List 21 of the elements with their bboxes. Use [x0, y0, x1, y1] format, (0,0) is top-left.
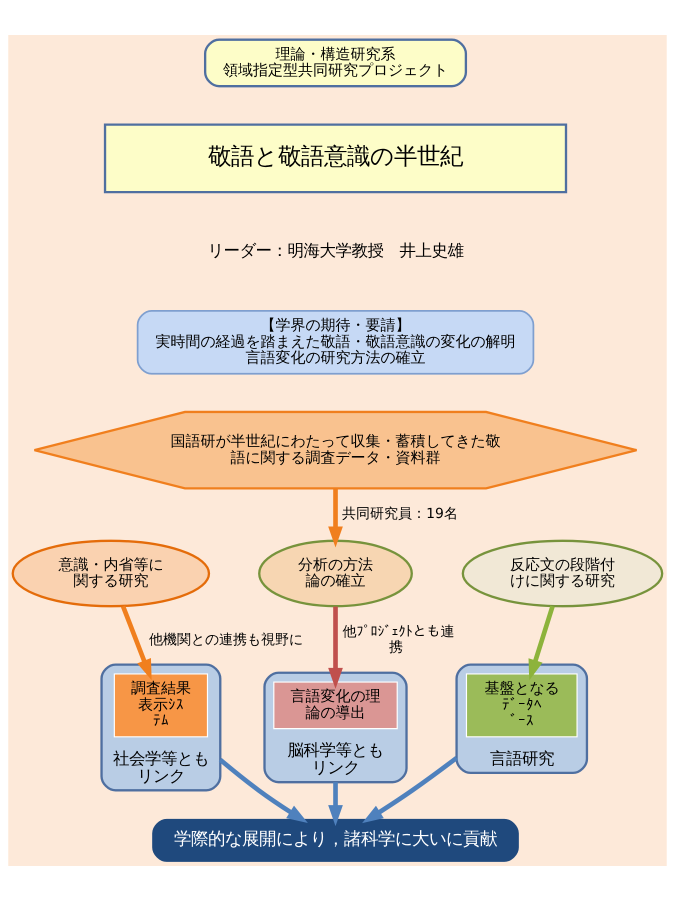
arrow — [328, 488, 343, 548]
edge-label: 他ﾌﾟﾛｼﾞｪｸﾄとも連携 — [342, 624, 454, 655]
node-box: 言語変化の理論の導出 — [273, 681, 398, 729]
edge-label: 共同研究員：19名 — [342, 505, 458, 522]
arrow — [362, 756, 458, 823]
node-box: 【学界の期待・要請】 実時間の経過を踏まえた敬語・敬語意識の変化の解明 言語変化の研究方法の確立 — [136, 310, 534, 374]
node-ellipse: 反応文の段階付けに関する研究 — [462, 539, 664, 607]
edge-label: 他機関との連携も視野に — [148, 631, 303, 648]
arrow — [528, 605, 555, 680]
arrow — [328, 782, 343, 826]
arrow — [120, 605, 152, 680]
arrow — [328, 606, 343, 688]
arrow — [218, 757, 308, 823]
label: リーダー：明海大学教授 井上史雄 — [208, 240, 464, 260]
node-box: 学際的な展開により，諸科学に大いに貢献 — [152, 818, 519, 862]
node-box: 基盤となるﾃﾞｰﾀﾍﾞｰｽ — [466, 672, 578, 737]
node-box: 調査結果表示ｼｽﾃﾑ — [114, 672, 208, 737]
node-ellipse: 意識・内省等に関する研究 — [12, 539, 210, 607]
node-ellipse: 分析の方法論の確立 — [258, 539, 413, 607]
node-box: 敬語と敬語意識の半世紀 — [104, 122, 568, 193]
node-box: 理論・構造研究系 領域指定型共同研究プロジェクト — [204, 38, 468, 87]
